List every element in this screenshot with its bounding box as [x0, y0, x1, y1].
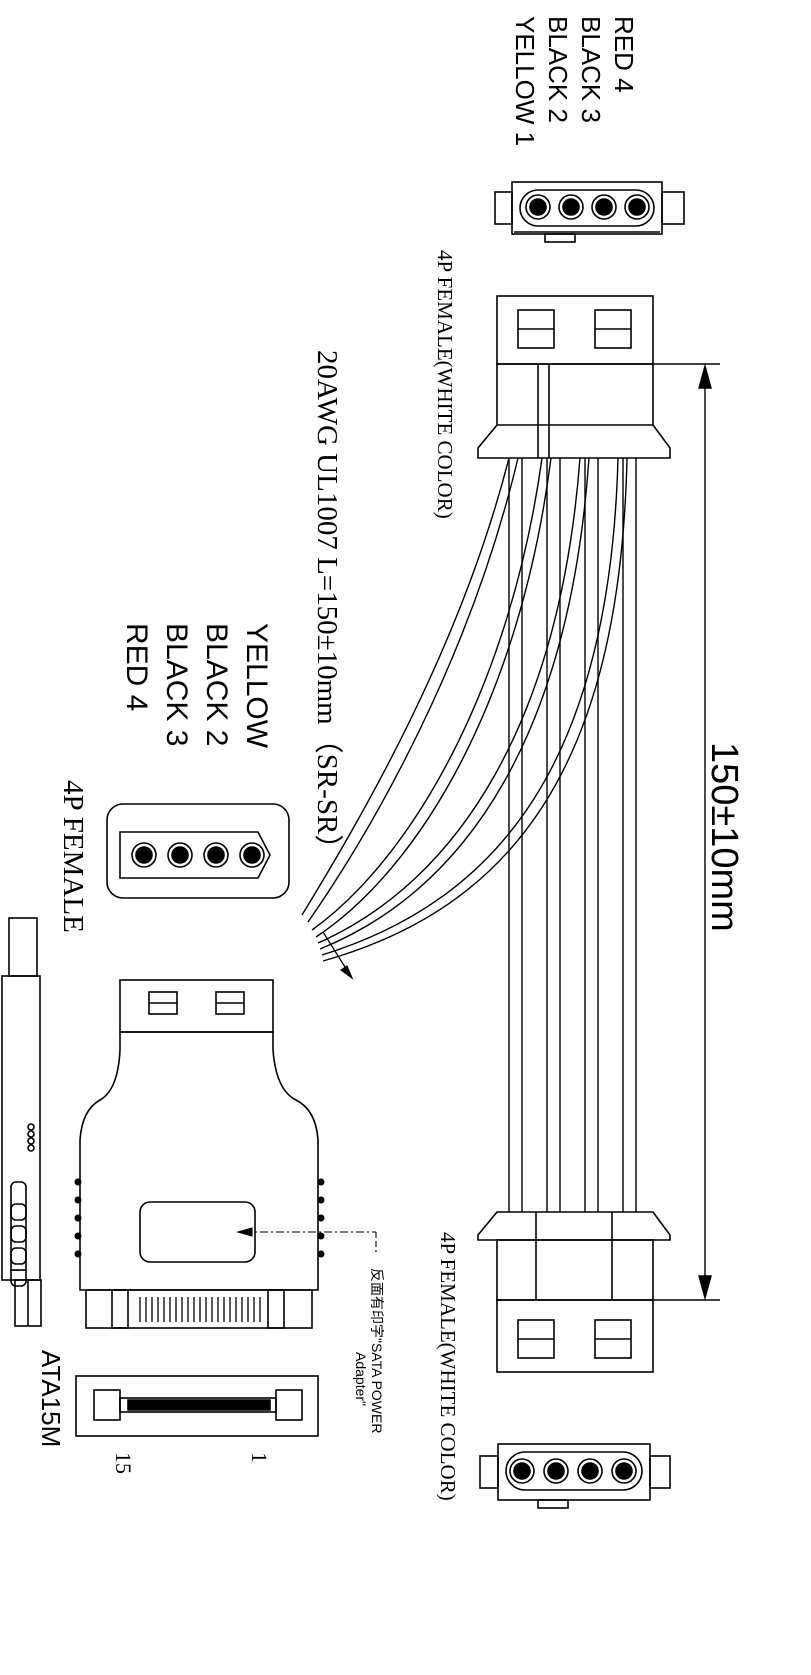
sata-connector	[74, 979, 325, 1329]
dimension-text: 150±10mm	[703, 742, 745, 932]
side-profile	[1, 917, 42, 1327]
print-note-leader	[235, 1227, 377, 1252]
top-pin-line-4: YELLOW 1	[510, 16, 540, 146]
left-molex-pins	[131, 842, 265, 868]
bottom-female-label: 4P FEMALE(WHITE COLOR)	[436, 1232, 460, 1501]
top-pin-line-2: BLACK 3	[576, 16, 606, 123]
top-pin-list: RED 4 BLACK 3 BLACK 2 YELLOW 1	[510, 16, 639, 146]
sata-pin-15-text: 15	[111, 1452, 136, 1474]
sata-pin-1: 1	[247, 1452, 272, 1463]
left-pin-list: YELLOW BLACK 2 BLACK 3 RED 4	[120, 623, 273, 749]
sata-side-bumps-right	[317, 1178, 325, 1258]
ata15m-text: ATA15M	[36, 1350, 66, 1447]
left-pin-line-2: BLACK 2	[200, 623, 233, 746]
left-female-label: 4P FEMALE	[57, 780, 89, 933]
sata-pin-1-text: 1	[247, 1452, 272, 1463]
top-pin-line-1: RED 4	[609, 16, 639, 93]
cable-spec-text: 20AWG UL1007 L=150±10mm（SR-SR）	[311, 350, 343, 863]
top-female-text: 4P FEMALE(WHITE COLOR)	[433, 250, 457, 519]
top-connector-body	[477, 295, 671, 459]
bottom-female-text: 4P FEMALE(WHITE COLOR)	[436, 1232, 460, 1501]
sata-contacts	[139, 1297, 261, 1322]
left-molex-face	[106, 803, 290, 899]
sata-face	[75, 1375, 319, 1437]
top-pin-line-3: BLACK 2	[543, 16, 573, 123]
left-pin-line-4: RED 4	[120, 623, 153, 711]
left-pin-line-1: YELLOW	[240, 623, 273, 749]
top-female-label: 4P FEMALE(WHITE COLOR)	[433, 250, 457, 519]
sata-side-bumps-left	[74, 1178, 82, 1258]
curved-wires	[301, 457, 628, 962]
left-pin-line-3: BLACK 3	[160, 623, 193, 746]
print-note-line2: Adapter"	[353, 1352, 369, 1406]
dimension-label: 150±10mm	[703, 742, 745, 932]
top-molex-pins	[525, 194, 650, 220]
bottom-connector-body	[477, 1211, 671, 1373]
print-note: 反面有印字"SATA POWER Adapter"	[353, 1268, 385, 1433]
dimension-line	[653, 363, 720, 1301]
bottom-molex-pins	[509, 1458, 637, 1484]
sata-pin-15: 15	[111, 1452, 136, 1474]
cable-spec-label: 20AWG UL1007 L=150±10mm（SR-SR）	[311, 350, 343, 863]
top-molex-face	[494, 181, 685, 243]
cable-spec-leader	[322, 931, 354, 980]
ata15m-label: ATA15M	[36, 1350, 66, 1447]
left-female-text: 4P FEMALE	[57, 780, 89, 933]
print-note-line1: 反面有印字"SATA POWER	[369, 1268, 385, 1433]
bottom-molex-face	[479, 1443, 671, 1509]
straight-wires	[508, 458, 637, 1212]
